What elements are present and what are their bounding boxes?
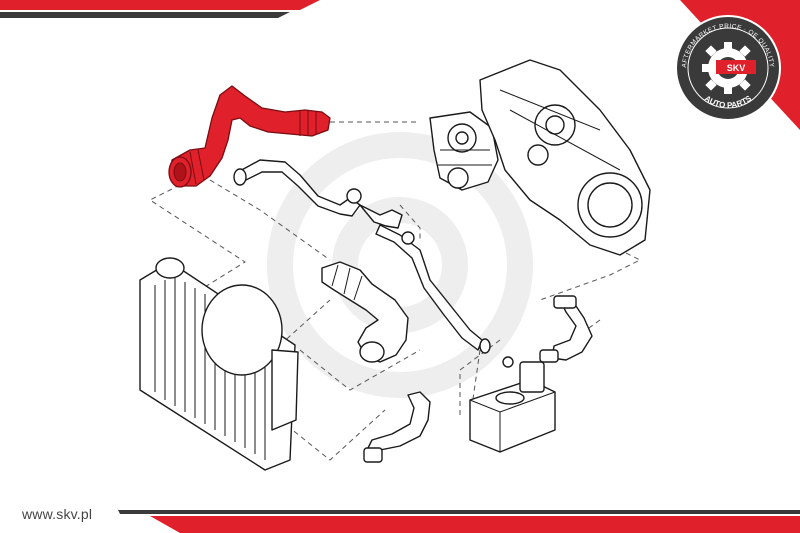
logo-center-text: SKV [727,63,746,73]
bottom-right-stripe [118,510,800,533]
water-pump [429,111,499,191]
oil-cooler [469,361,556,453]
engine-timing-cover [479,59,651,256]
top-left-stripe [0,0,320,18]
skv-logo: SKV AFTERMARKET PRICE · OE QUALITY AUTO … [675,0,800,130]
bypass-hose [363,391,431,463]
coolant-pipe [233,159,514,368]
heater-hose [539,295,593,363]
connection-lines [148,121,642,461]
lower-hose [321,261,409,363]
website-url[interactable]: www.skv.pl [22,506,93,522]
radiator [139,257,299,471]
upper-radiator-hose [168,85,331,188]
